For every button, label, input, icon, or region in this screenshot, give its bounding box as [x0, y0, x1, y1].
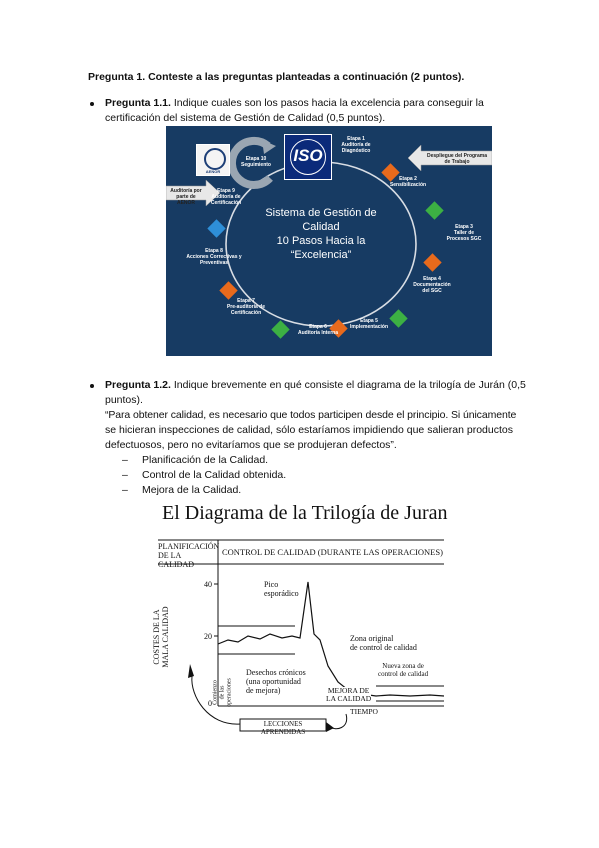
control-header: CONTROL DE CALIDAD (DURANTE LAS OPERACIO… — [222, 547, 443, 557]
peak-label-2: esporádico — [264, 589, 299, 598]
iso-logo-text: ISO — [293, 146, 323, 165]
arrow-right-icon — [407, 144, 492, 172]
planning-header: PLANIFICACIÓN DE LA CALIDAD — [158, 542, 220, 569]
chronic-label: Desechos crónicos (una oportunidad de me… — [246, 668, 306, 695]
planning-header-1: PLANIFICACIÓN — [158, 542, 220, 551]
aenor-logo-icon — [204, 148, 226, 170]
q11-text: Indique cuales son los pasos hacia la ex… — [170, 97, 484, 109]
y-axis-label-2: MALA CALIDAD — [161, 606, 170, 668]
juran-diagram: PLANIFICACIÓN DE LA CALIDAD CONTROL DE C… — [150, 536, 450, 746]
bullet — [90, 102, 94, 106]
juran-chart-graphics — [158, 539, 445, 732]
iso-logo: ISO — [284, 134, 332, 180]
q12-line2: puntos). — [105, 394, 143, 406]
new-zone-label-2: control de calidad — [378, 670, 429, 678]
start-label-1: Comienzo — [212, 680, 219, 705]
diagram-graphics — [166, 136, 492, 327]
lessons-box — [239, 718, 327, 732]
cycle-arrow-icon — [227, 136, 273, 189]
aenor-text: AENOR — [205, 169, 221, 174]
new-zone-label: Nueva zona de control de calidad — [378, 662, 428, 678]
globe-icon — [290, 139, 326, 175]
improve-label: MEJORA DE LA CALIDAD — [326, 686, 372, 703]
center-line3: 10 Pasos Hacia la — [276, 235, 366, 247]
center-title: Sistema de Gestión de Calidad 10 Pasos H… — [246, 206, 396, 262]
quote-line2: se hicieran inspecciones de calidad, sól… — [105, 424, 513, 436]
arrow-left-icon — [326, 722, 334, 732]
q11-label: Pregunta 1.1. — [105, 97, 171, 109]
y-axis-label: COSTES DE LA MALA CALIDAD — [152, 592, 170, 682]
callout-left: Auditoría por parte de AENOR — [170, 188, 202, 206]
quote-line1: “Para obtener calidad, es necesario que … — [105, 409, 517, 421]
start-label-3: operaciones — [226, 678, 233, 707]
aenor-badge: AENOR — [196, 144, 230, 176]
peak-label-1: Pico — [264, 580, 279, 589]
chronic-label-1: Desechos crónicos — [246, 668, 306, 677]
tick-20: 20 — [204, 632, 212, 641]
list-item: Control de la Calidad obtenida. — [142, 469, 287, 481]
chronic-label-3: de mejora) — [246, 686, 281, 695]
quality-cost-line — [217, 581, 445, 697]
q11-line2: certificación del sistema de Gestión de … — [105, 112, 386, 124]
iso-steps-diagram: AENOR ISO Auditoría por parte de AENOR D… — [166, 126, 492, 356]
q12-text: Indique brevemente en qué consiste el di… — [170, 379, 526, 391]
question-title: Pregunta 1. Conteste a las preguntas pla… — [88, 71, 465, 83]
list-item: Planificación de la Calidad. — [142, 454, 269, 466]
time-label: TIEMPO — [350, 707, 378, 716]
tick-0: 0 — [208, 699, 212, 708]
callout-right: Despliegue del Programa de Trabajo — [426, 153, 488, 165]
q12-label: Pregunta 1.2. — [105, 379, 171, 391]
cycle-arrow-head-icon — [262, 140, 276, 154]
juran-title: El Diagrama de la Trilogía de Juran — [162, 502, 448, 524]
dash: – — [122, 454, 128, 466]
q12-line1: Pregunta 1.2. Indique brevemente en qué … — [105, 378, 526, 393]
new-zone-label-1: Nueva zona de — [382, 662, 424, 670]
dash: – — [122, 469, 128, 481]
planning-header-2: DE LA CALIDAD — [158, 551, 194, 569]
y-axis-label-1: COSTES DE LA — [152, 609, 161, 665]
tick-40: 40 — [204, 580, 212, 589]
zone-label-1: Zona original — [350, 634, 394, 643]
dash: – — [122, 484, 128, 496]
zone-label-2: de control de calidad — [350, 643, 417, 652]
center-line4: “Excelencia” — [290, 249, 352, 261]
q11-line1: Pregunta 1.1. Indique cuales son los pas… — [105, 96, 484, 111]
chronic-label-2: (una oportunidad — [246, 677, 301, 686]
start-label: Comienzo de las operaciones — [213, 668, 234, 718]
center-line1: Sistema de Gestión de — [265, 207, 377, 219]
bullet — [90, 384, 94, 388]
lessons-arrow-left — [191, 675, 241, 725]
improve-label-1: MEJORA DE — [327, 686, 370, 695]
improve-label-2: LA CALIDAD — [326, 694, 372, 703]
start-label-2: de las — [219, 685, 226, 700]
lessons-label: LECCIONES APRENDIDAS — [260, 720, 306, 736]
arrow-left-icon — [166, 179, 221, 207]
list-item: Mejora de la Calidad. — [142, 484, 242, 496]
peak-label: Pico esporádico — [264, 580, 299, 598]
center-line2: Calidad — [302, 221, 340, 233]
zone-label: Zona original de control de calidad — [350, 634, 417, 652]
quote-line3: defectuosos, pero no evitaríamos que se … — [105, 439, 397, 451]
arrow-up-icon — [188, 664, 194, 678]
